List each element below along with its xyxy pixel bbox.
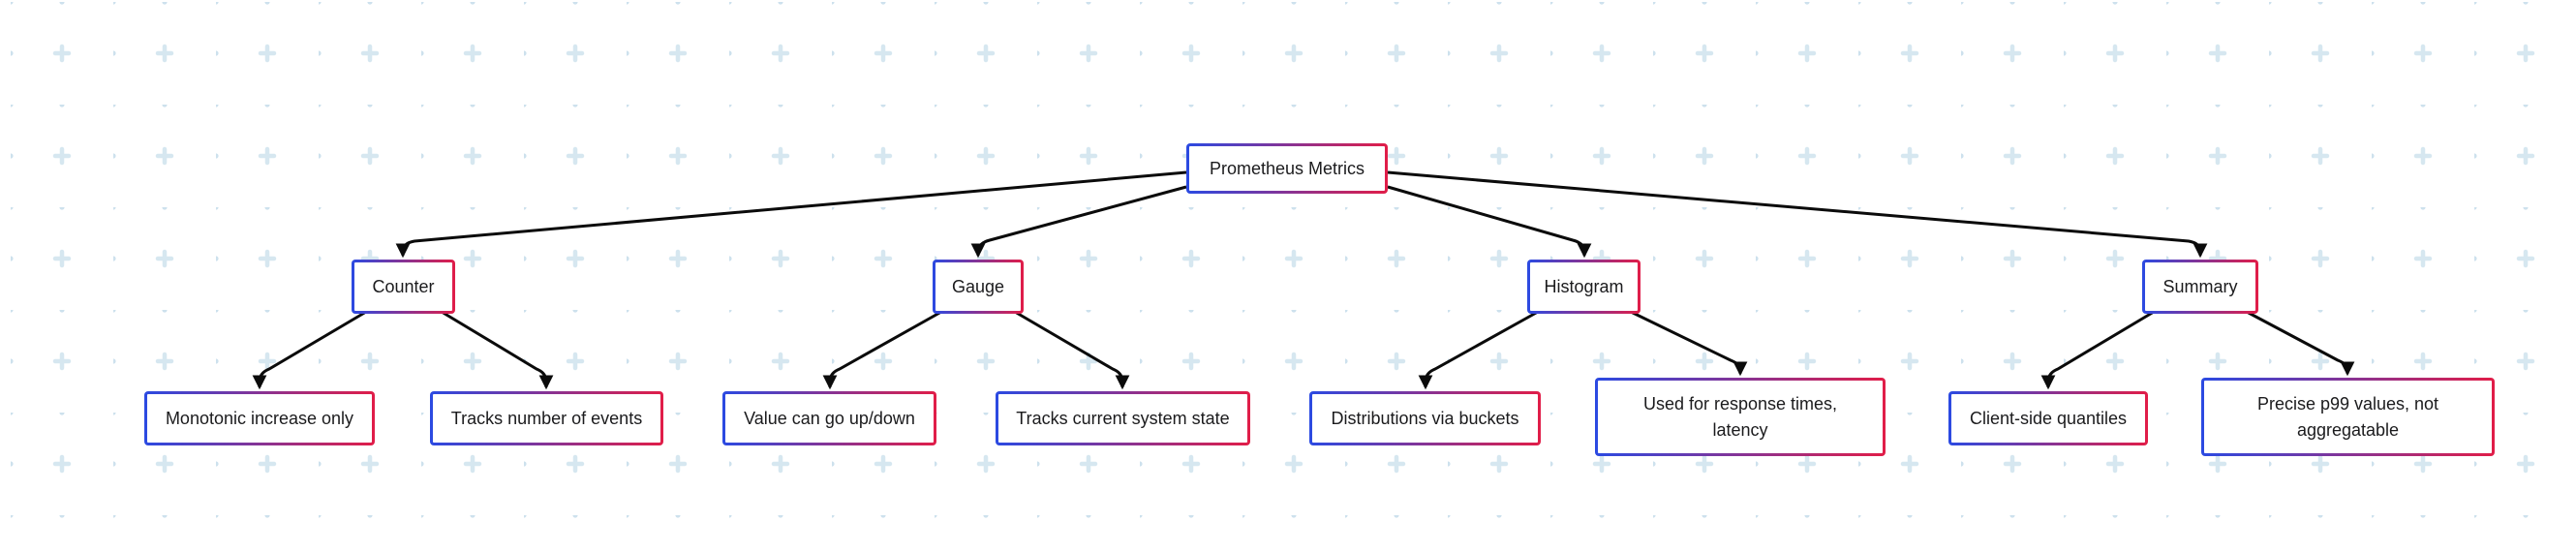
node-used-for-response-times-latency[interactable]: Used for response times, latency <box>1595 378 1886 456</box>
node-tracks-current-system-state[interactable]: Tracks current system state <box>996 391 1250 445</box>
edge-root-gauge <box>970 185 1187 259</box>
node-prometheus-metrics[interactable]: Prometheus Metrics <box>1186 143 1388 194</box>
edge-gauge-state <box>1014 310 1130 390</box>
node-precise-p99-values-not-aggregatable[interactable]: Precise p99 values, not aggregatable <box>2201 378 2495 456</box>
node-gauge[interactable]: Gauge <box>933 260 1024 314</box>
edge-root-histogram <box>1387 185 1592 259</box>
node-summary[interactable]: Summary <box>2142 260 2258 314</box>
edge-counter-events <box>441 310 554 390</box>
node-monotonic-increase-only[interactable]: Monotonic increase only <box>144 391 375 445</box>
edge-root-counter <box>395 170 1187 259</box>
edge-summary-precise <box>2246 310 2355 377</box>
node-distributions-via-buckets[interactable]: Distributions via buckets <box>1309 391 1541 445</box>
edge-histogram-distributions <box>1418 310 1539 390</box>
edge-gauge-value <box>822 310 942 390</box>
node-counter[interactable]: Counter <box>352 260 455 314</box>
edge-root-summary <box>1387 170 2208 259</box>
node-histogram[interactable]: Histogram <box>1527 260 1641 314</box>
edge-summary-client <box>2040 310 2155 390</box>
edge-counter-monotonic <box>252 310 367 390</box>
node-client-side-quantiles[interactable]: Client-side quantiles <box>1948 391 2148 445</box>
node-value-can-go-up-down[interactable]: Value can go up/down <box>722 391 936 445</box>
node-tracks-number-of-events[interactable]: Tracks number of events <box>430 391 663 445</box>
edge-histogram-used <box>1630 310 1748 377</box>
